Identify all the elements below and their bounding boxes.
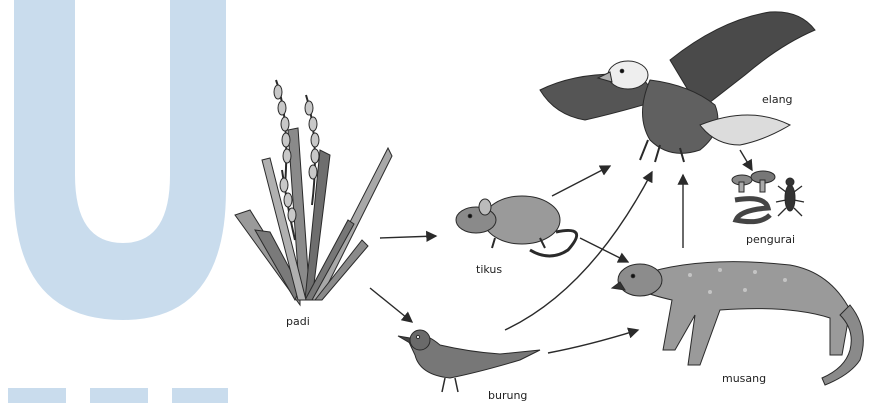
label-padi: padi [286,315,310,328]
rat-illustration [456,196,577,256]
arrow-tikus-to-musang [580,238,628,262]
eagle-illustration [540,12,815,162]
arrow-burung-to-musang [548,330,638,353]
label-pengurai: pengurai [746,233,795,246]
label-tikus: tikus [476,263,502,276]
label-musang: musang [722,372,766,385]
rice-plant-illustration [235,80,392,305]
arrow-padi-to-tikus [380,236,436,238]
label-burung: burung [488,389,527,402]
bird-illustration [398,330,540,392]
arrow-padi-to-burung [370,288,412,322]
decomposers-illustration [732,171,804,222]
label-elang: elang [762,93,793,106]
arrow-tikus-to-elang [552,166,610,196]
arrow-elang-to-pengurai [740,150,752,170]
civet-illustration [612,262,863,385]
